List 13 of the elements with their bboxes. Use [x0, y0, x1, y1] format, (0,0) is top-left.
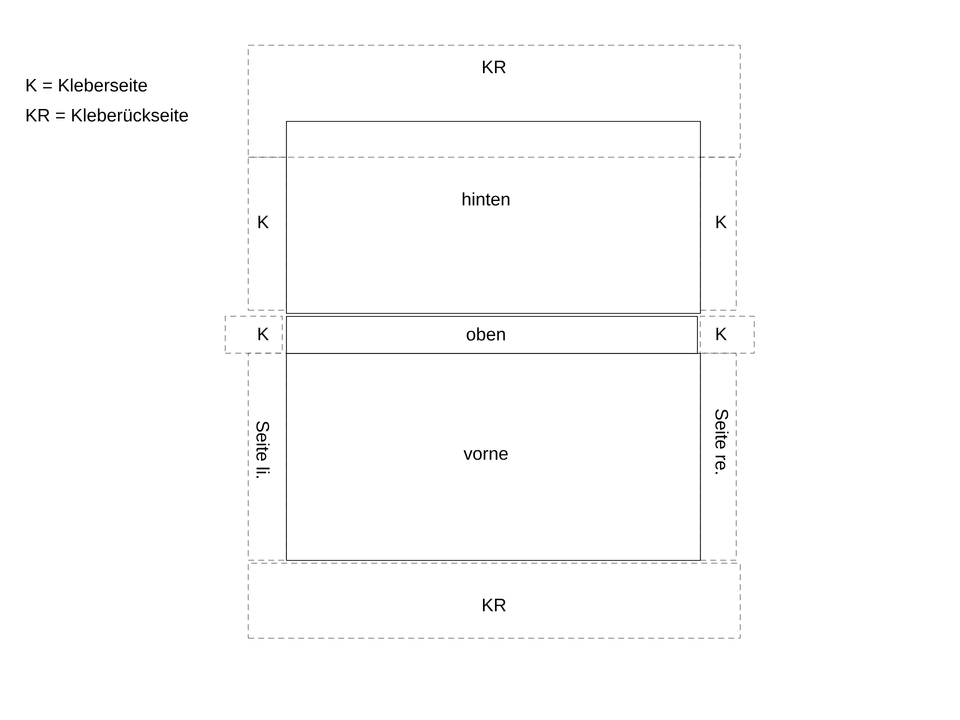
panel: vorne	[286, 353, 701, 561]
side-panel: Seite li.	[248, 353, 286, 560]
glue-flap: K	[700, 157, 736, 310]
panel: hinten	[286, 121, 701, 314]
glue-flap: KR	[248, 563, 740, 638]
glue-flap: K	[225, 316, 282, 354]
legend-text: K = Kleberseite	[26, 78, 147, 92]
glue-flap: K	[248, 157, 286, 310]
legend-text: KR = Kleberückseite	[26, 108, 188, 122]
glue-flap: KR	[248, 44, 740, 158]
glue-flap: K	[700, 316, 754, 354]
side-panel: Seite re.	[700, 353, 736, 560]
panel: oben	[286, 316, 698, 354]
